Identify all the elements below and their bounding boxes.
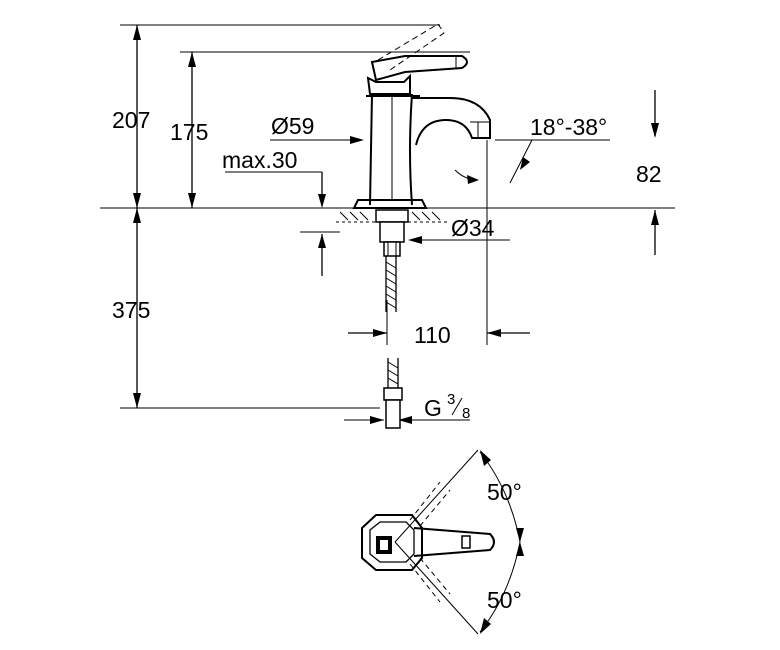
dim-375-label: 375: [112, 297, 150, 323]
supply-hoses: [383, 256, 403, 429]
faucet-top-view: 50° 50°: [361, 449, 524, 635]
dimension-207: 207: [112, 25, 150, 208]
dim-angle-label: 18°-38°: [530, 114, 607, 140]
dim-59-label: Ø59: [271, 113, 314, 139]
rotation-lower-label: 50°: [487, 587, 522, 613]
dimension-max30: max.30: [222, 147, 326, 276]
connection-denominator: 8: [462, 405, 470, 422]
dim-110-label: 110: [414, 322, 451, 348]
dimension-82: 82: [636, 90, 662, 255]
dimension-swivel-angle: 18°-38°: [454, 114, 608, 184]
dimension-175: 175: [170, 52, 208, 208]
dimension-diameter-59: Ø59: [270, 113, 364, 144]
dimension-diameter-34: Ø34: [408, 215, 510, 244]
dimension-375: 375: [112, 208, 150, 408]
dim-175-label: 175: [170, 119, 208, 145]
dimension-110: 110: [348, 322, 530, 348]
dim-82-label: 82: [636, 161, 662, 187]
connection-prefix: G: [424, 395, 442, 421]
dim-max30-label: max.30: [222, 147, 297, 173]
faucet-side-view: [352, 23, 491, 209]
dimension-connection: G 3 8: [344, 391, 470, 424]
lever-raised-ghost: [377, 23, 445, 71]
dim-34-label: Ø34: [451, 215, 495, 241]
rotation-upper-label: 50°: [487, 479, 522, 505]
connection-numerator: 3: [447, 391, 455, 408]
deck-mounting: [336, 209, 448, 257]
dim-207-label: 207: [112, 107, 150, 133]
